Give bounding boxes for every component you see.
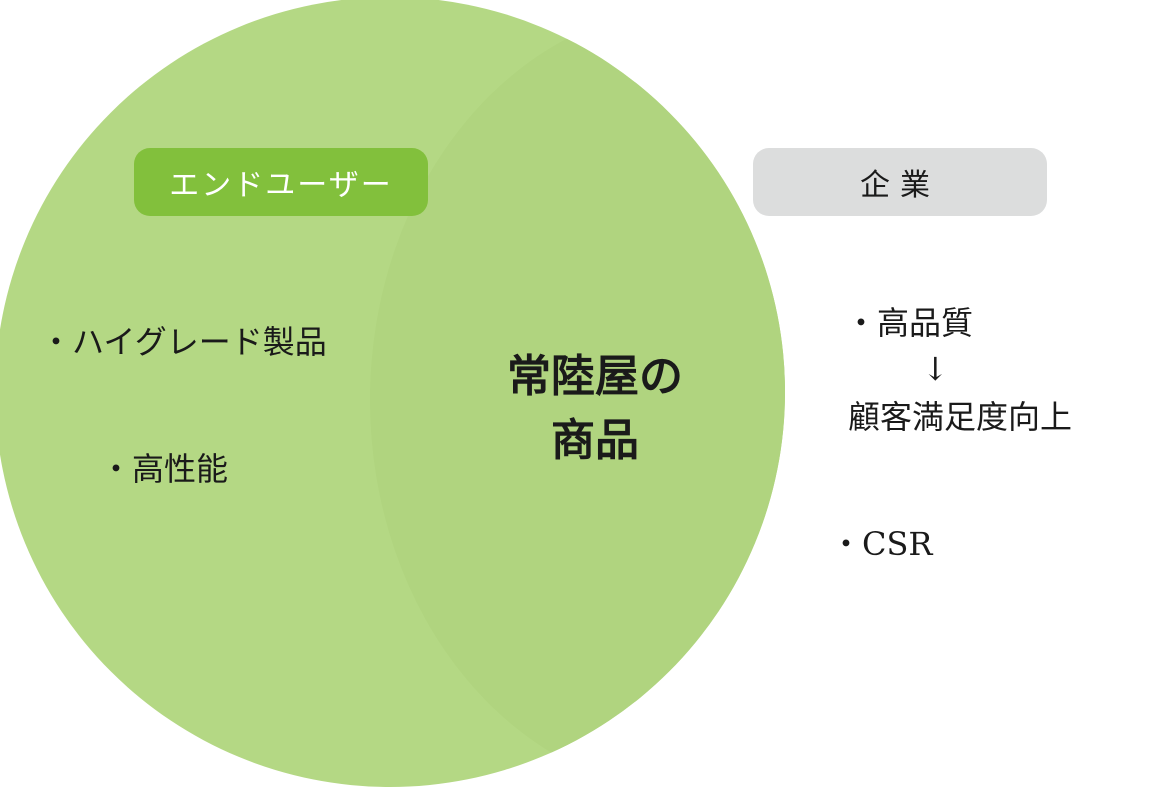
enduser-label: エンドユーザー: [134, 148, 428, 216]
company-item-high-quality: ・高品質: [845, 304, 974, 342]
enduser-item-high-grade: ・ハイグレード製品: [40, 323, 327, 361]
center-title: 常陸屋の商品: [507, 351, 683, 466]
overlap-region: [370, 5, 785, 787]
enduser-item-high-performance: ・高性能: [100, 450, 229, 488]
company-label: 企業: [753, 148, 1047, 216]
down-arrow-icon: ↓: [922, 350, 949, 388]
company-item-csr: ・CSR: [830, 525, 933, 563]
company-item-customer-satisfaction: 顧客満足度向上: [848, 398, 1073, 436]
